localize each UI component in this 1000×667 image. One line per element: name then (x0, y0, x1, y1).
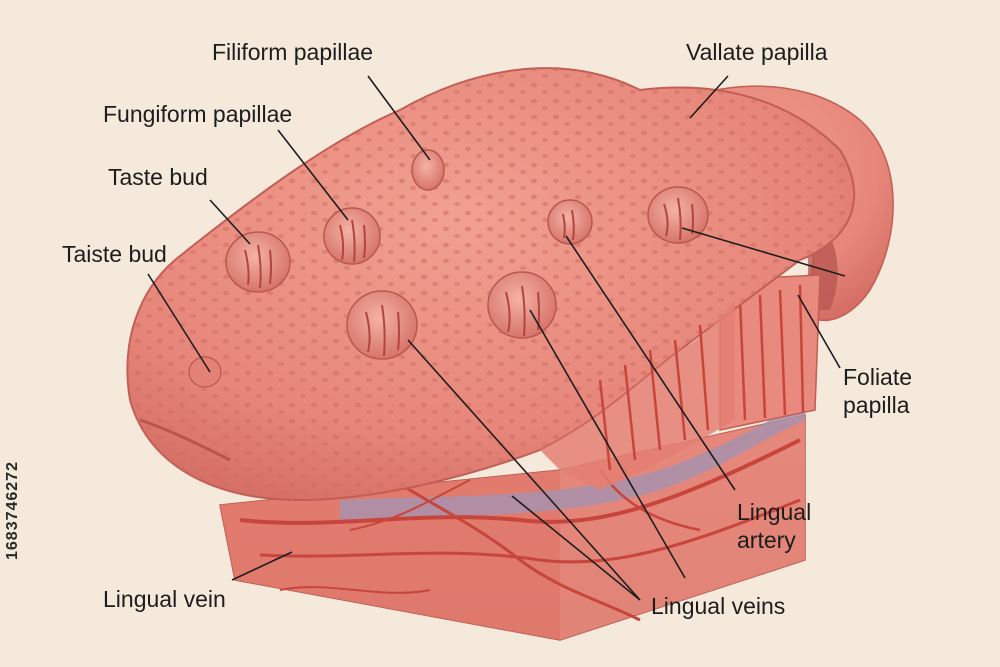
label-taste-bud: Taste bud (108, 163, 208, 191)
label-foliate-line1: Foliate (843, 363, 912, 391)
label-lingual-artery: Lingual artery (737, 498, 811, 554)
label-lingual-artery-line2: artery (737, 526, 811, 554)
label-vallate-papilla: Vallate papilla (686, 38, 828, 66)
label-lingual-veins: Lingual veins (651, 592, 785, 620)
label-taste-bud-second: Taiste bud (62, 240, 167, 268)
stock-image-id: 1683746272 (4, 461, 22, 560)
label-foliate-line2: papilla (843, 391, 912, 419)
label-lingual-vein: Lingual vein (103, 585, 226, 613)
label-lingual-artery-line1: Lingual (737, 498, 811, 526)
label-foliate-papilla: Foliate papilla (843, 363, 912, 419)
label-fungiform-papillae: Fungiform papillae (103, 100, 292, 128)
label-filiform-papillae: Filiform papillae (212, 38, 373, 66)
